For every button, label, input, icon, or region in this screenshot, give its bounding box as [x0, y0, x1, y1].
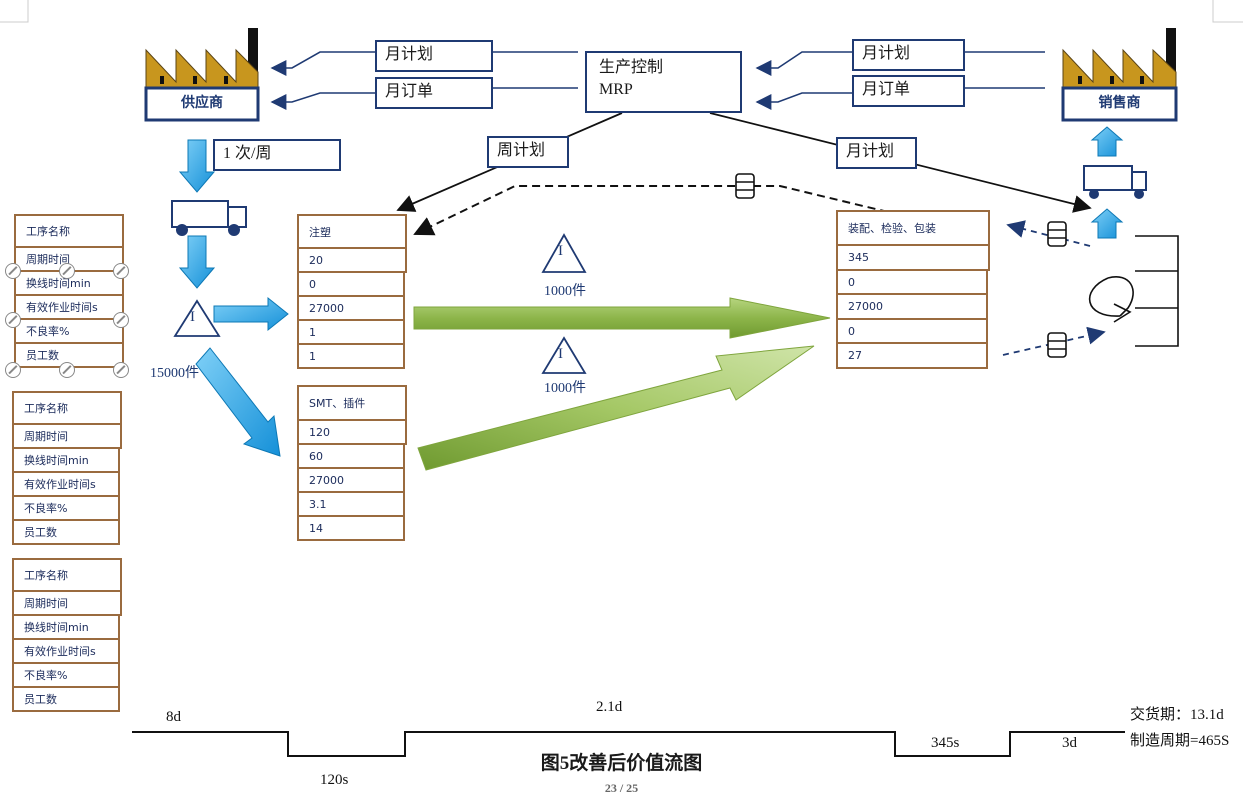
timeline-t3: 120s — [320, 772, 349, 788]
left-monthly-plan-box: 月计划 — [375, 40, 493, 72]
inventory-symbol-lower: I — [558, 346, 563, 362]
legend-box-3-row: 有效作业时间s — [12, 638, 120, 664]
legend-box-3-row: 工序名称 — [12, 558, 122, 592]
smt-row: 120 — [297, 419, 407, 445]
legend-box-3-row: 周期时间 — [12, 590, 122, 616]
injection-row: 注塑 — [297, 214, 407, 249]
inventory-main-qty: 15000件 — [150, 366, 199, 381]
manufacturing-cycle: 制造周期=465S — [1130, 733, 1230, 749]
resize-handle-icon[interactable] — [5, 263, 21, 279]
injection-row: 0 — [297, 271, 405, 297]
production-control-mrp: MRP — [599, 81, 633, 98]
smt-row: 3.1 — [297, 491, 405, 517]
assembly-row: 装配、检验、包装 — [836, 210, 990, 246]
legend-box-2-row: 有效作业时间s — [12, 471, 120, 497]
resize-handle-icon[interactable] — [5, 362, 21, 378]
legend-box-3-row: 换线时间min — [12, 614, 120, 640]
dealer-factory-icon — [1061, 28, 1178, 122]
shipment-arrows — [178, 126, 1124, 457]
timeline-t1: 8d — [166, 709, 181, 725]
smt-row: SMT、插件 — [297, 385, 407, 421]
inventory-symbol-upper: I — [558, 243, 563, 259]
frequency-box: 1 次/周 — [213, 139, 341, 171]
timeline-t2: 2.1d — [596, 699, 623, 715]
injection-row: 1 — [297, 319, 405, 345]
resize-handle-icon[interactable] — [113, 362, 129, 378]
legend-box-3-row: 员工数 — [12, 686, 120, 712]
inventory-lower-qty: 1000件 — [544, 381, 586, 396]
legend-box-3-row: 不良率% — [12, 662, 120, 688]
assembly-row: 0 — [836, 268, 988, 295]
right-monthly-order-box: 月订单 — [852, 75, 965, 107]
smt-row: 60 — [297, 443, 405, 469]
legend-box-1-row: 有效作业时间s — [14, 294, 124, 320]
supplier-label: 供应商 — [181, 95, 223, 111]
injection-row: 27000 — [297, 295, 405, 321]
legend-box-1-row: 不良率% — [14, 318, 124, 344]
legend-box-2-row: 工序名称 — [12, 391, 122, 425]
timeline — [132, 731, 1125, 757]
figure-caption: 图5改善后价值流图 — [0, 748, 1243, 775]
legend-box-2-row: 员工数 — [12, 519, 120, 545]
dealer-label: 销售商 — [1098, 95, 1141, 111]
legend-box-1-row: 工序名称 — [14, 214, 124, 248]
mid-monthly-plan-box: 月计划 — [836, 137, 917, 169]
timeline-t5: 3d — [1062, 735, 1077, 751]
resize-handle-icon[interactable] — [5, 312, 21, 328]
resize-handle-icon[interactable] — [59, 263, 75, 279]
supermarket-bracket — [1088, 235, 1179, 347]
pull-signal-line — [413, 185, 889, 236]
inventory-symbol: I — [190, 309, 195, 325]
kanban-doc-icon — [735, 173, 1067, 358]
legend-box-2-row: 不良率% — [12, 495, 120, 521]
push-arrow-lower — [417, 345, 815, 471]
push-arrow-upper — [413, 297, 831, 339]
page-number: 23 / 25 — [604, 781, 639, 795]
assembly-row: 345 — [836, 244, 990, 271]
legend-box-2-row: 换线时间min — [12, 447, 120, 473]
figure-caption-text: 图5改善后价值流图 — [540, 753, 703, 774]
resize-handle-icon[interactable] — [113, 312, 129, 328]
smt-row: 14 — [297, 515, 405, 541]
supplier-factory-icon — [144, 28, 260, 122]
weekly-plan-box: 周计划 — [487, 136, 569, 168]
right-monthly-plan-box: 月计划 — [852, 39, 965, 71]
injection-row: 20 — [297, 247, 407, 273]
production-control-box: 生产控制 MRP — [585, 51, 742, 113]
electronic-info-lines-left — [270, 51, 578, 110]
assembly-row: 0 — [836, 317, 988, 344]
timeline-t4: 345s — [931, 735, 960, 751]
assembly-row: 27 — [836, 342, 988, 369]
smt-row: 27000 — [297, 467, 405, 493]
assembly-row: 27000 — [836, 293, 988, 320]
truck-icon-right — [1083, 165, 1147, 199]
electronic-info-lines-right — [755, 51, 1045, 110]
resize-handle-icon[interactable] — [113, 263, 129, 279]
legend-box-2-row: 周期时间 — [12, 423, 122, 449]
left-monthly-order-box: 月订单 — [375, 77, 493, 109]
inventory-triangle-icon — [173, 233, 587, 374]
inventory-upper-qty: 1000件 — [544, 284, 586, 299]
delivery-period: 交货期：13.1d — [1130, 707, 1224, 723]
production-control-title: 生产控制 — [599, 59, 664, 76]
injection-row: 1 — [297, 343, 405, 369]
truck-icon-left — [171, 200, 247, 236]
resize-handle-icon[interactable] — [59, 362, 75, 378]
